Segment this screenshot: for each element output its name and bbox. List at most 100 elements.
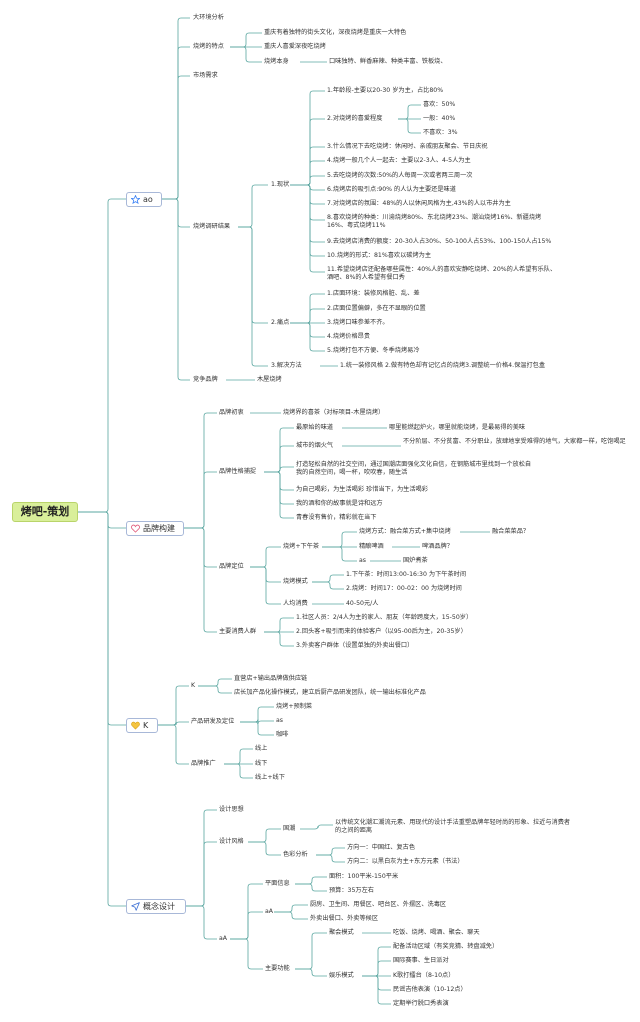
ent-2[interactable]: 国际赛事、生日派对 <box>393 957 449 964</box>
status-4[interactable]: 4.烧烤一般几个人一起去：主要以2-3人、4-5人为主 <box>327 157 471 164</box>
timing-2[interactable]: 2.烧烤：时间17：00-02：00 为烧烤时间 <box>346 585 462 592</box>
personality-2[interactable]: 为自己喝彩，为生活喝彩 珍惜当下，为生活喝彩 <box>296 486 428 493</box>
mode-value[interactable]: 融合菜菜品？ <box>492 528 530 535</box>
color[interactable]: 色彩分析 <box>283 851 308 858</box>
feature-3[interactable]: 烧烤本身 <box>264 58 289 65</box>
func[interactable]: 主要功能 <box>265 965 290 972</box>
positioning[interactable]: 品牌定位 <box>219 563 244 570</box>
city-value[interactable]: 不分阶层、不分贫富、不分职业，放肆地享受难得的地气，大家都一样，吃饱喝足 <box>403 438 626 445</box>
pain[interactable]: 2.痛点 <box>271 319 290 326</box>
taste-value[interactable]: 哪里能燃起炉火，哪里就能烧烤，是最易得的美味 <box>389 424 526 431</box>
taste[interactable]: 最原始的味道 <box>296 424 334 431</box>
status-3[interactable]: 3.什么情况下去吃烧烤：休闲时、亲戚朋友聚会、节日庆祝 <box>327 143 488 150</box>
intent-value[interactable]: 烧烤界的喜茶（对标项目-木屋烧烤） <box>283 409 385 416</box>
promo-3[interactable]: 线上+线下 <box>255 774 285 781</box>
entertainment[interactable]: 娱乐模式 <box>329 972 354 979</box>
status[interactable]: 1.现状 <box>271 181 290 188</box>
status-2a[interactable]: 喜欢：50% <box>423 101 456 108</box>
product-2[interactable]: as <box>276 717 284 724</box>
promo-2[interactable]: 线下 <box>255 760 268 767</box>
promo-1[interactable]: 线上 <box>255 745 268 752</box>
solution-text[interactable]: 1.统一装修风格 2.做有特色却有记忆点的烧烤3.调整统一价格4.保温打包盒 <box>340 362 546 369</box>
k-sub[interactable]: K <box>191 682 196 689</box>
area[interactable]: 面积：100平米-150平米 <box>329 873 399 880</box>
status-1[interactable]: 1.年龄段-主要以20-30 岁为主，占比80% <box>327 87 444 94</box>
pain-4[interactable]: 4.烧烤价格昂贵 <box>327 333 371 340</box>
product[interactable]: 产品研发及定位 <box>191 718 235 725</box>
market[interactable]: 市场需求 <box>193 72 218 79</box>
timing-1[interactable]: 1.下午茶：时间13:00-16:30 为下午茶时间 <box>346 571 467 578</box>
big-env[interactable]: 大环境分析 <box>193 14 224 21</box>
spend[interactable]: 人均消费 <box>283 600 308 607</box>
ent-3[interactable]: K歌打擂台（8-10点） <box>393 972 455 979</box>
plan[interactable]: 平面信息 <box>265 880 290 887</box>
zones[interactable]: 厨房、卫生间、用餐区、吧台区、外摆区、洗毒区 <box>310 901 447 908</box>
feature-1[interactable]: 重庆有着独特的街头文化，深夜烧烤是重庆一大特色 <box>264 29 407 36</box>
status-10[interactable]: 10.烧烤的形式：81%喜欢以碳烤为主 <box>327 252 432 259</box>
pain-1[interactable]: 1.店面环境：装修风格脏、乱、差 <box>327 290 420 297</box>
color-2[interactable]: 方向二：以黑白灰为主+东方元素（书法） <box>347 858 464 865</box>
promo[interactable]: 品牌推广 <box>191 760 216 767</box>
personality-4[interactable]: 青春没有售价，精彩就在当下 <box>296 514 377 521</box>
k-2[interactable]: 店长加产品化操作模式，建立后厨产品研发团队，统一输出标准化产品 <box>234 689 426 696</box>
branch-concept[interactable]: 概念设计 <box>126 899 186 914</box>
personality-3[interactable]: 我的酒和你的故事就是诗和远方 <box>296 500 383 507</box>
color-1[interactable]: 方向一：中国红、复古色 <box>347 844 416 851</box>
status-9[interactable]: 9.去烧烤店消费的额度：20-30人占30%、50-100人占53%、100-1… <box>327 238 552 245</box>
status-11[interactable]: 11.希望烧烤店还配备哪些属性：40%人的喜欢安静吃烧烤、20%的人希望有乐队、… <box>327 266 557 281</box>
as-value[interactable]: 国炉煮茶 <box>403 557 428 564</box>
competitor[interactable]: 竞争品牌 <box>193 376 218 383</box>
guochao-value[interactable]: 以传统文化潮汇潮流元素、用现代的设计手法重塑品牌年轻时尚的形象、拉近与消费者的之… <box>335 819 571 834</box>
audience-1[interactable]: 1.社区人员：2/4人为主的家人、朋友（年龄跨度大，15-50岁） <box>296 614 473 621</box>
pain-2[interactable]: 2.店面位置偏僻，多在不显眼的位置 <box>327 305 426 312</box>
product-1[interactable]: 烧烤+预制菜 <box>276 703 313 710</box>
feature-2[interactable]: 重庆人喜爱深夜吃烧烤 <box>264 43 326 50</box>
party-value[interactable]: 吃饭、烧烤、喝酒、聚会、聊天 <box>393 929 480 936</box>
brew-value[interactable]: 啤酒品牌？ <box>422 543 453 550</box>
branch-ao[interactable]: ao <box>126 192 162 207</box>
status-6[interactable]: 6.烧烤店的吸引点:90% 的人认为主要还是味道 <box>327 186 456 193</box>
branch-brand[interactable]: 品牌构建 <box>126 521 184 536</box>
k-1[interactable]: 直营店+输出品牌做供应链 <box>234 675 308 682</box>
solution[interactable]: 3.解决方法 <box>271 362 302 369</box>
product-3[interactable]: 咖啡 <box>276 731 289 738</box>
personality-1[interactable]: 打造轻松自然的社交空间，通过国潮店面强化文化自信，在钢筋城市里找到一个放松自我的… <box>296 461 532 476</box>
status-2[interactable]: 2.对烧烤的喜爱程度 <box>327 115 383 122</box>
features[interactable]: 烧烤的特点 <box>193 43 224 50</box>
personality[interactable]: 品牌性格捕捉 <box>219 468 257 475</box>
guochao[interactable]: 国潮 <box>283 825 296 832</box>
status-8[interactable]: 8.喜欢烧烤的种类：川渝烧烤80%、东北烧烤23%、潮汕烧烤16%、新疆烧烤16… <box>327 214 542 229</box>
takeout[interactable]: 外卖出餐口、外卖等候区 <box>310 915 379 922</box>
audience-2[interactable]: 2.回头客+吸引而来的体验客户（以95-00后为主，20-35岁） <box>296 628 467 635</box>
status-7[interactable]: 7.对烧烤店的氛围：48%的人以休闲风格为主,43%的人以市井为主 <box>327 200 511 207</box>
city[interactable]: 城市的烟火气 <box>296 442 334 449</box>
idea[interactable]: 设计思想 <box>219 806 244 813</box>
survey[interactable]: 烧烤调研结果 <box>193 223 231 230</box>
intent[interactable]: 品牌初衷 <box>219 409 244 416</box>
audience[interactable]: 主要消费人群 <box>219 628 257 635</box>
ent-5[interactable]: 定期举行脱口秀表演 <box>393 1000 449 1007</box>
competitor-value[interactable]: 木屋烧烤 <box>257 376 282 383</box>
timing[interactable]: 烧烤模式 <box>283 578 308 585</box>
root-topic[interactable]: 烤吧-策划 <box>12 502 78 522</box>
style[interactable]: 设计风格 <box>219 838 244 845</box>
budget[interactable]: 预算：35万左右 <box>329 887 374 894</box>
feature-3a[interactable]: 口味独特、鲜香麻辣、种类丰富、铁板烧、 <box>329 58 447 65</box>
brew[interactable]: 精酿啤酒 <box>359 543 384 550</box>
ent-1[interactable]: 配备活动区域（有奖竞猜、转盘减免） <box>393 943 499 950</box>
ent-4[interactable]: 民谣吉他表演（10-12点） <box>393 986 467 993</box>
branch-k[interactable]: K <box>126 718 158 733</box>
audience-3[interactable]: 3.外卖客户群体（设置单独的外卖出餐口） <box>296 642 414 649</box>
status-2b[interactable]: 一般：40% <box>423 115 456 122</box>
party[interactable]: 聚会模式 <box>329 929 354 936</box>
positioning-as[interactable]: as <box>359 557 367 564</box>
mode[interactable]: 烧烤方式：融合菜方式+集中烧烤 <box>359 528 451 535</box>
combo[interactable]: 烧烤+下午茶 <box>283 543 320 550</box>
pain-3[interactable]: 3.烧烤口味参差不齐。 <box>327 319 389 326</box>
pain-5[interactable]: 5.烧烤打包不方便、冬季烧烤易冷 <box>327 347 420 354</box>
aa-2[interactable]: aA <box>265 908 274 915</box>
spend-value[interactable]: 40-50元/人 <box>346 600 379 607</box>
status-2c[interactable]: 不喜欢：3% <box>423 129 458 136</box>
aa[interactable]: aA <box>219 935 228 942</box>
status-5[interactable]: 5.去吃烧烤的次数:50%的人每周一次或者两三周一次 <box>327 172 473 179</box>
